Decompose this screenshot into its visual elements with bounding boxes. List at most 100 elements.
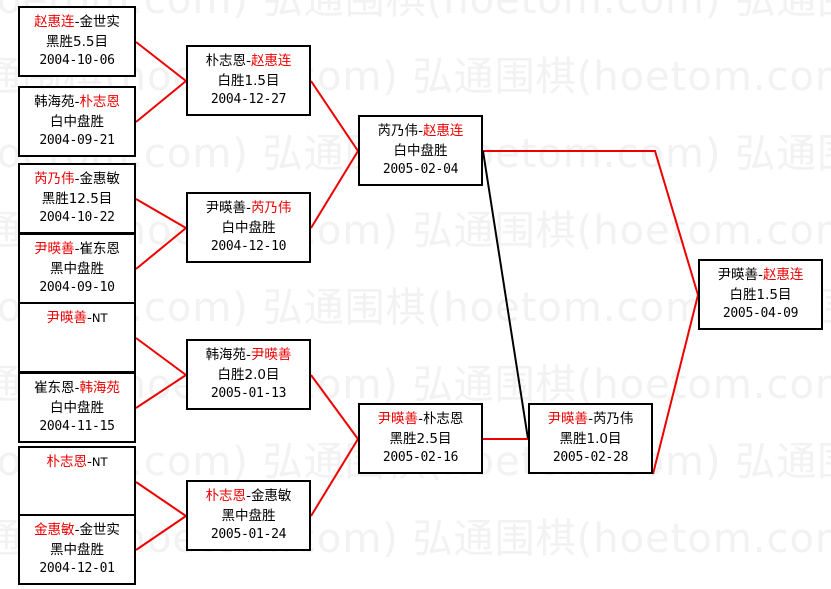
player-two: 金世实 xyxy=(79,522,120,538)
connector-r1m6-to-r2m3 xyxy=(135,374,187,409)
player-separator: - xyxy=(74,241,80,257)
match-result: 黑中盘胜 xyxy=(50,541,104,558)
player-separator: - xyxy=(758,267,763,283)
match-players: 朴志恩-赵惠连 xyxy=(188,52,309,72)
player-one: 尹暎善 xyxy=(46,310,87,326)
player-one: 芮乃伟 xyxy=(377,123,419,139)
match-date: 2005-02-28 xyxy=(552,450,629,466)
match-box[interactable]: 尹暎善-NT xyxy=(18,302,136,373)
player-two: 金世实 xyxy=(79,14,120,30)
player-one: 崔东恩 xyxy=(34,380,75,396)
player-separator: - xyxy=(74,94,80,110)
connector-r1m8-to-r2m4 xyxy=(135,515,187,551)
player-one: 朴志恩 xyxy=(46,454,87,470)
match-players: 朴志恩-NT xyxy=(20,453,134,473)
connector-r2m2-to-r3m1 xyxy=(310,150,359,229)
player-separator: - xyxy=(246,488,251,504)
match-date: 2004-11-15 xyxy=(39,419,115,435)
match-players: 尹暎善-崔东恩 xyxy=(20,240,134,260)
match-date: 2005-01-24 xyxy=(210,527,287,543)
connector-r3m1-to-r4m1 xyxy=(482,150,529,440)
match-date: 2004-12-01 xyxy=(39,561,115,577)
player-two: 尹暎善 xyxy=(250,347,292,363)
match-date: 2005-02-16 xyxy=(382,450,459,466)
player-two: 赵惠连 xyxy=(250,53,292,69)
match-result: 黑胜12.5目 xyxy=(41,190,113,207)
connector-r3m1-to-final xyxy=(483,150,699,296)
player-two: 朴志恩 xyxy=(422,411,464,427)
match-box[interactable]: 朴志恩-金惠敏黑中盘胜 2005-01-24 xyxy=(186,480,311,551)
player-separator: - xyxy=(246,200,251,216)
player-one: 尹暎善 xyxy=(34,241,75,257)
match-date: 2005-02-04 xyxy=(382,162,459,178)
match-date: 2004-09-10 xyxy=(39,280,115,296)
player-separator: - xyxy=(246,53,251,69)
match-box[interactable]: 朴志恩-NT xyxy=(18,446,136,517)
player-separator: - xyxy=(74,380,80,396)
player-two: NT xyxy=(91,311,108,325)
player-separator: - xyxy=(418,123,423,139)
player-separator: - xyxy=(588,411,593,427)
player-one: 韩海苑 xyxy=(34,94,75,110)
match-box[interactable]: 尹暎善-芮乃伟黑胜1.0目 2005-02-28 xyxy=(528,403,653,474)
connector-r1m5-to-r2m3 xyxy=(135,337,187,376)
player-two: 赵惠连 xyxy=(762,267,804,283)
match-result: 白胜1.5目 xyxy=(217,72,280,89)
player-one: 朴志恩 xyxy=(205,53,247,69)
match-players: 朴志恩-金惠敏 xyxy=(188,487,309,507)
match-result: 白中盘胜 xyxy=(50,399,104,416)
player-separator: - xyxy=(74,14,80,30)
player-one: 赵惠连 xyxy=(34,14,75,30)
match-players: 尹暎善-芮乃伟 xyxy=(188,199,309,219)
match-date: 2004-10-06 xyxy=(39,53,115,69)
match-players: 尹暎善-朴志恩 xyxy=(360,410,481,430)
match-players: 韩海苑-尹暎善 xyxy=(188,346,309,366)
player-separator: - xyxy=(246,347,251,363)
match-players: 崔东恩-韩海苑 xyxy=(20,379,134,399)
match-result: 黑胜1.0目 xyxy=(559,430,622,447)
connector-r1m2-to-r2m1 xyxy=(135,80,187,123)
player-two: 韩海苑 xyxy=(79,380,120,396)
player-two: 芮乃伟 xyxy=(592,411,634,427)
match-players: 尹暎善-赵惠连 xyxy=(700,266,821,286)
player-separator: - xyxy=(86,310,92,326)
match-date: 2005-04-09 xyxy=(722,306,799,322)
match-box[interactable]: 赵惠连-金世实黑胜5.5目 2004-10-06 xyxy=(18,6,136,77)
player-separator: - xyxy=(86,454,92,470)
player-two: 金惠敏 xyxy=(250,488,292,504)
match-date: 2004-10-22 xyxy=(39,210,115,226)
player-one: 尹暎善 xyxy=(717,267,759,283)
player-two: 金惠敏 xyxy=(79,171,120,187)
match-players: 韩海苑-朴志恩 xyxy=(20,93,134,113)
match-players: 芮乃伟-赵惠连 xyxy=(360,122,481,142)
player-two: NT xyxy=(91,455,108,469)
match-date: 2004-09-21 xyxy=(39,133,115,149)
match-result: 黑胜5.5目 xyxy=(46,33,108,50)
player-one: 尹暎善 xyxy=(547,411,589,427)
match-result: 黑中盘胜 xyxy=(221,507,276,524)
connector-r1m7-to-r2m4 xyxy=(135,481,187,517)
match-box[interactable]: 芮乃伟-金惠敏黑胜12.5目 2004-10-22 xyxy=(18,163,136,234)
connector-r1m1-to-r2m1 xyxy=(135,41,187,82)
match-result: 黑中盘胜 xyxy=(50,260,104,277)
connector-r1m3-to-r2m2 xyxy=(135,198,187,229)
player-one: 芮乃伟 xyxy=(34,171,75,187)
player-separator: - xyxy=(418,411,423,427)
connector-r1m4-to-r2m2 xyxy=(135,227,187,270)
player-two: 崔东恩 xyxy=(79,241,120,257)
player-one: 金惠敏 xyxy=(34,522,75,538)
match-date: 2005-01-13 xyxy=(210,386,287,402)
player-one: 尹暎善 xyxy=(205,200,247,216)
match-players: 芮乃伟-金惠敏 xyxy=(20,170,134,190)
